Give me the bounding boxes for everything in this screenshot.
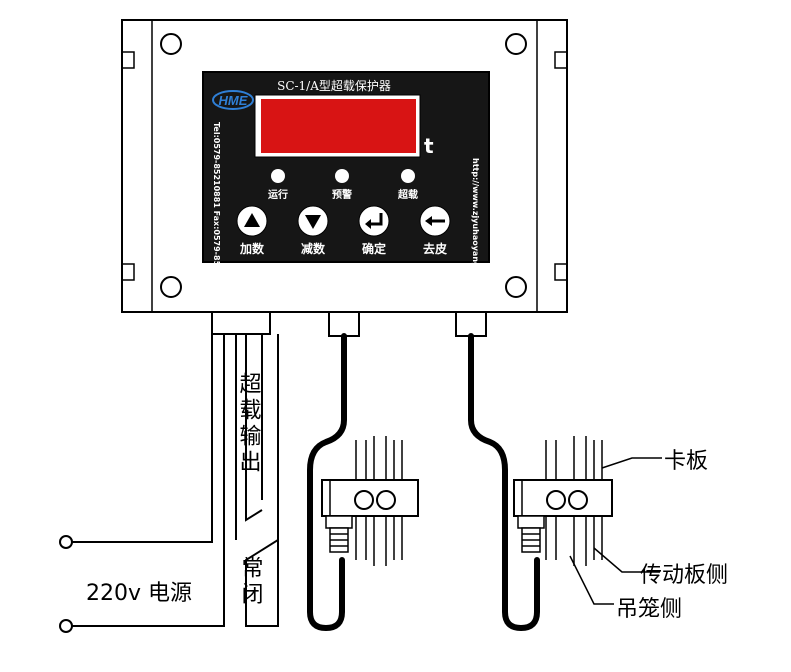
indicator-label-warning: 预警	[332, 188, 352, 201]
model-title: SC-1/A型超载保护器	[277, 78, 391, 93]
cage-side-label: 吊笼侧	[616, 597, 682, 622]
down-triangle-icon	[305, 215, 321, 229]
decrease-button[interactable]	[297, 205, 329, 237]
left-load-sensor	[321, 436, 419, 566]
brand-name: HME	[219, 93, 248, 108]
run-indicator	[271, 169, 285, 183]
power-terminal-top	[59, 535, 73, 549]
clamp-plate-label: 卡板	[664, 449, 708, 474]
transmission-side-leader	[593, 547, 660, 573]
confirm-button[interactable]	[358, 205, 390, 237]
right-cable-gland	[455, 311, 487, 337]
brand-logo: HME	[212, 90, 254, 110]
website-text: http://www.zjyuhaoyang.com	[471, 158, 480, 289]
transmission-side-label: 传动板侧	[640, 563, 728, 588]
control-panel: SC-1/A型超载保护器 HME Tel:0579-85210881 Fax:0…	[202, 71, 490, 300]
left-cable-gland	[328, 311, 360, 337]
warning-indicator	[335, 169, 349, 183]
power-output-cable	[59, 311, 279, 633]
overload-indicator	[401, 169, 415, 183]
indicator-label-overload: 超载	[397, 188, 418, 201]
mount-hole-top-right	[505, 33, 527, 55]
led-display	[261, 99, 416, 153]
left-sensor-cable	[307, 333, 347, 631]
overload-output-label: 超载输出	[236, 372, 262, 476]
clamp-plate-leader	[601, 457, 662, 469]
power-terminal-bottom	[59, 619, 73, 633]
button-label-increase: 加数	[239, 241, 265, 256]
power-label: 220v 电源	[86, 581, 192, 606]
right-sensor-cable	[468, 333, 540, 631]
mount-hole-top-left	[160, 33, 182, 55]
enclosure	[121, 19, 568, 313]
normally-closed-label: 常闭	[238, 556, 263, 608]
tel-fax-text: Tel:0579-85210881 Fax:0579-85218881	[212, 122, 221, 300]
enter-arrow-icon	[369, 213, 383, 226]
mount-hole-bottom-right	[505, 276, 527, 298]
indicator-label-run: 运行	[268, 188, 288, 201]
button-label-decrease: 减数	[301, 241, 326, 256]
button-label-confirm: 确定	[362, 241, 386, 256]
cage-side-leader	[569, 555, 614, 605]
up-triangle-icon	[244, 213, 260, 227]
increase-button[interactable]	[236, 205, 268, 237]
mount-hole-bottom-left	[160, 276, 182, 298]
unit-label: t	[424, 134, 434, 158]
right-load-sensor	[513, 436, 613, 566]
tare-button[interactable]	[419, 205, 451, 237]
button-label-tare: 去皮	[423, 241, 447, 256]
